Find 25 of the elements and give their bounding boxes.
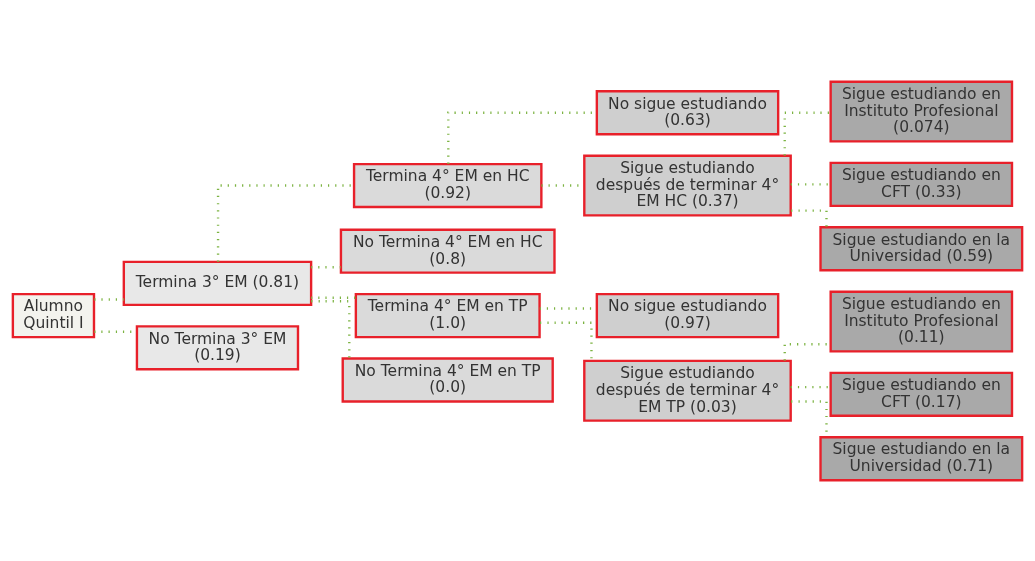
connector <box>311 296 356 299</box>
connector <box>783 111 831 156</box>
node-box: Termina 4° EM en TP (1.0) <box>354 292 541 338</box>
node-box: Sigue estudiando en CFT (0.17) <box>829 371 1014 417</box>
node-box: No sigue estudiando (0.97) <box>595 292 780 338</box>
connector <box>791 208 828 227</box>
connector <box>94 297 124 301</box>
node-box: No sigue estudiando (0.63) <box>595 89 780 135</box>
node-box: No Termina 4° EM en TP (0.0) <box>341 356 554 403</box>
node-box: Sigue estudiando en Instituto Profesional (0.074) <box>829 80 1014 143</box>
connector <box>311 299 351 358</box>
node-box: Termina 4° EM en HC (0.92) <box>352 162 543 208</box>
node-box: Alumno Quintil I <box>11 292 96 338</box>
connector <box>216 183 354 262</box>
node-box: Sigue estudiando en la Universidad (0.59) <box>819 225 1024 271</box>
node-box: Termina 3° EM (0.81) <box>122 260 313 306</box>
node-box: Sigue estudiando en CFT (0.33) <box>829 161 1014 207</box>
node-box: Sigue estudiando en Instituto Profesional (0.11) <box>829 290 1014 353</box>
node-box: Sigue estudiando en la Universidad (0.71) <box>819 435 1024 481</box>
connector <box>311 265 341 268</box>
node-box: Sigue estudiando después de terminar 4° EM HC (0.37) <box>583 154 792 217</box>
node-box: Sigue estudiando después de terminar 4° EM TP (0.03) <box>583 359 792 422</box>
connector <box>540 321 593 361</box>
node-box: No Termina 3° EM (0.19) <box>135 324 300 370</box>
node-box: No Termina 4° EM en HC (0.8) <box>339 228 556 274</box>
